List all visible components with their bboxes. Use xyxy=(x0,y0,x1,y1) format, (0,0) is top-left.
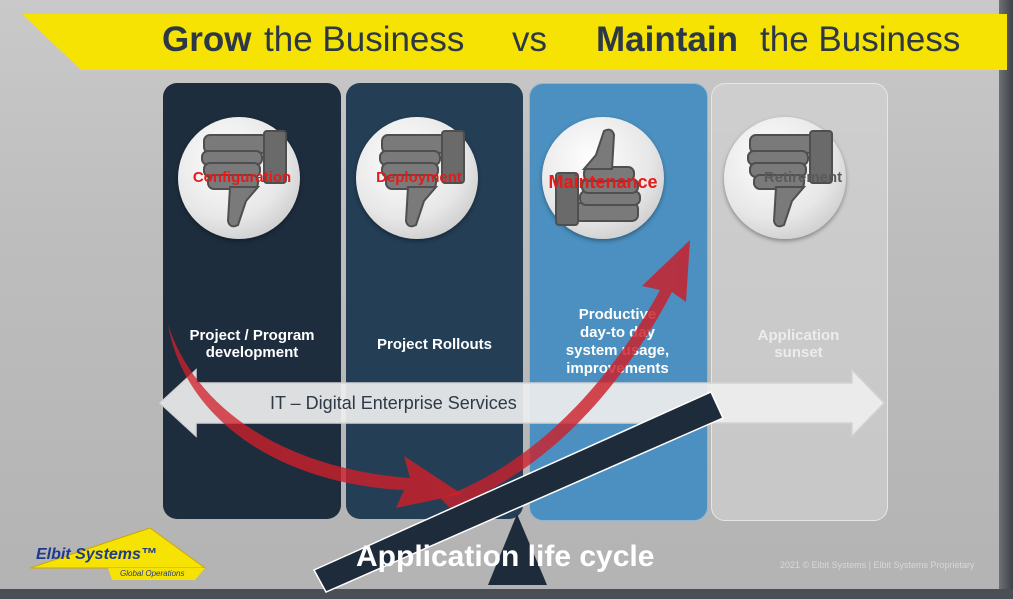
red-flow-arrow xyxy=(168,240,690,508)
deployment-description: Project Rollouts xyxy=(346,336,523,353)
stage-label-maintenance: Maintenance xyxy=(548,172,658,192)
copyright-text: 2021 © Elbit Systems | Elbit Systems Pro… xyxy=(780,560,975,570)
thumbs-down-icon xyxy=(379,130,465,228)
configuration-description-line: development xyxy=(205,344,299,361)
configuration-thumb-circle xyxy=(178,117,300,239)
thumbs-down-icon xyxy=(201,130,287,228)
logo-subtitle: Global Operations xyxy=(120,569,185,578)
footer-title: Application life cycle xyxy=(356,540,655,573)
title-banner xyxy=(22,14,1007,70)
retirement-description-line: sunset xyxy=(774,344,823,361)
maintenance-description-line: system usage, xyxy=(565,342,670,359)
configuration-description-line: Project / Program xyxy=(189,327,315,344)
logo-triangle-icon xyxy=(29,527,207,580)
deployment-thumb-circle xyxy=(356,117,478,239)
retirement-description-line: Application xyxy=(757,327,840,344)
logo-name: Elbit Systems™ xyxy=(36,546,157,563)
it-services-double-arrow xyxy=(158,368,886,438)
thumbs-up-icon xyxy=(555,128,641,226)
stage-label-deployment: Deployment xyxy=(376,169,462,186)
title-maintain: Maintain xyxy=(596,20,738,59)
seesaw-fulcrum xyxy=(488,514,547,585)
title-grow: Grow xyxy=(162,20,252,59)
title-maintain-rest: the Business xyxy=(760,20,961,59)
title-grow-rest: the Business xyxy=(264,20,465,59)
slide-frame-right xyxy=(999,0,1013,599)
thumbs-down-icon xyxy=(747,130,833,228)
configuration-description: Project / Program development xyxy=(163,327,341,361)
slide-frame-bottom xyxy=(0,589,1013,599)
maintenance-thumb-circle xyxy=(542,117,664,239)
retirement-thumb-circle xyxy=(724,117,846,239)
elbit-logo: Elbit Systems™ Global Operations xyxy=(29,527,210,584)
it-services-label: IT – Digital Enterprise Services xyxy=(270,393,517,413)
retirement-description: Application sunset xyxy=(711,327,886,361)
stage-label-retirement: Retirement xyxy=(763,169,843,186)
slide-title: Grow the Business vs Maintain the Busine… xyxy=(0,20,1013,64)
stage-label-configuration: Configuration xyxy=(192,169,292,186)
maintenance-description-line: Productive xyxy=(578,306,657,323)
seesaw-beam xyxy=(312,391,725,593)
deployment-description-line: Project Rollouts xyxy=(376,336,492,353)
title-vs: vs xyxy=(512,20,547,59)
